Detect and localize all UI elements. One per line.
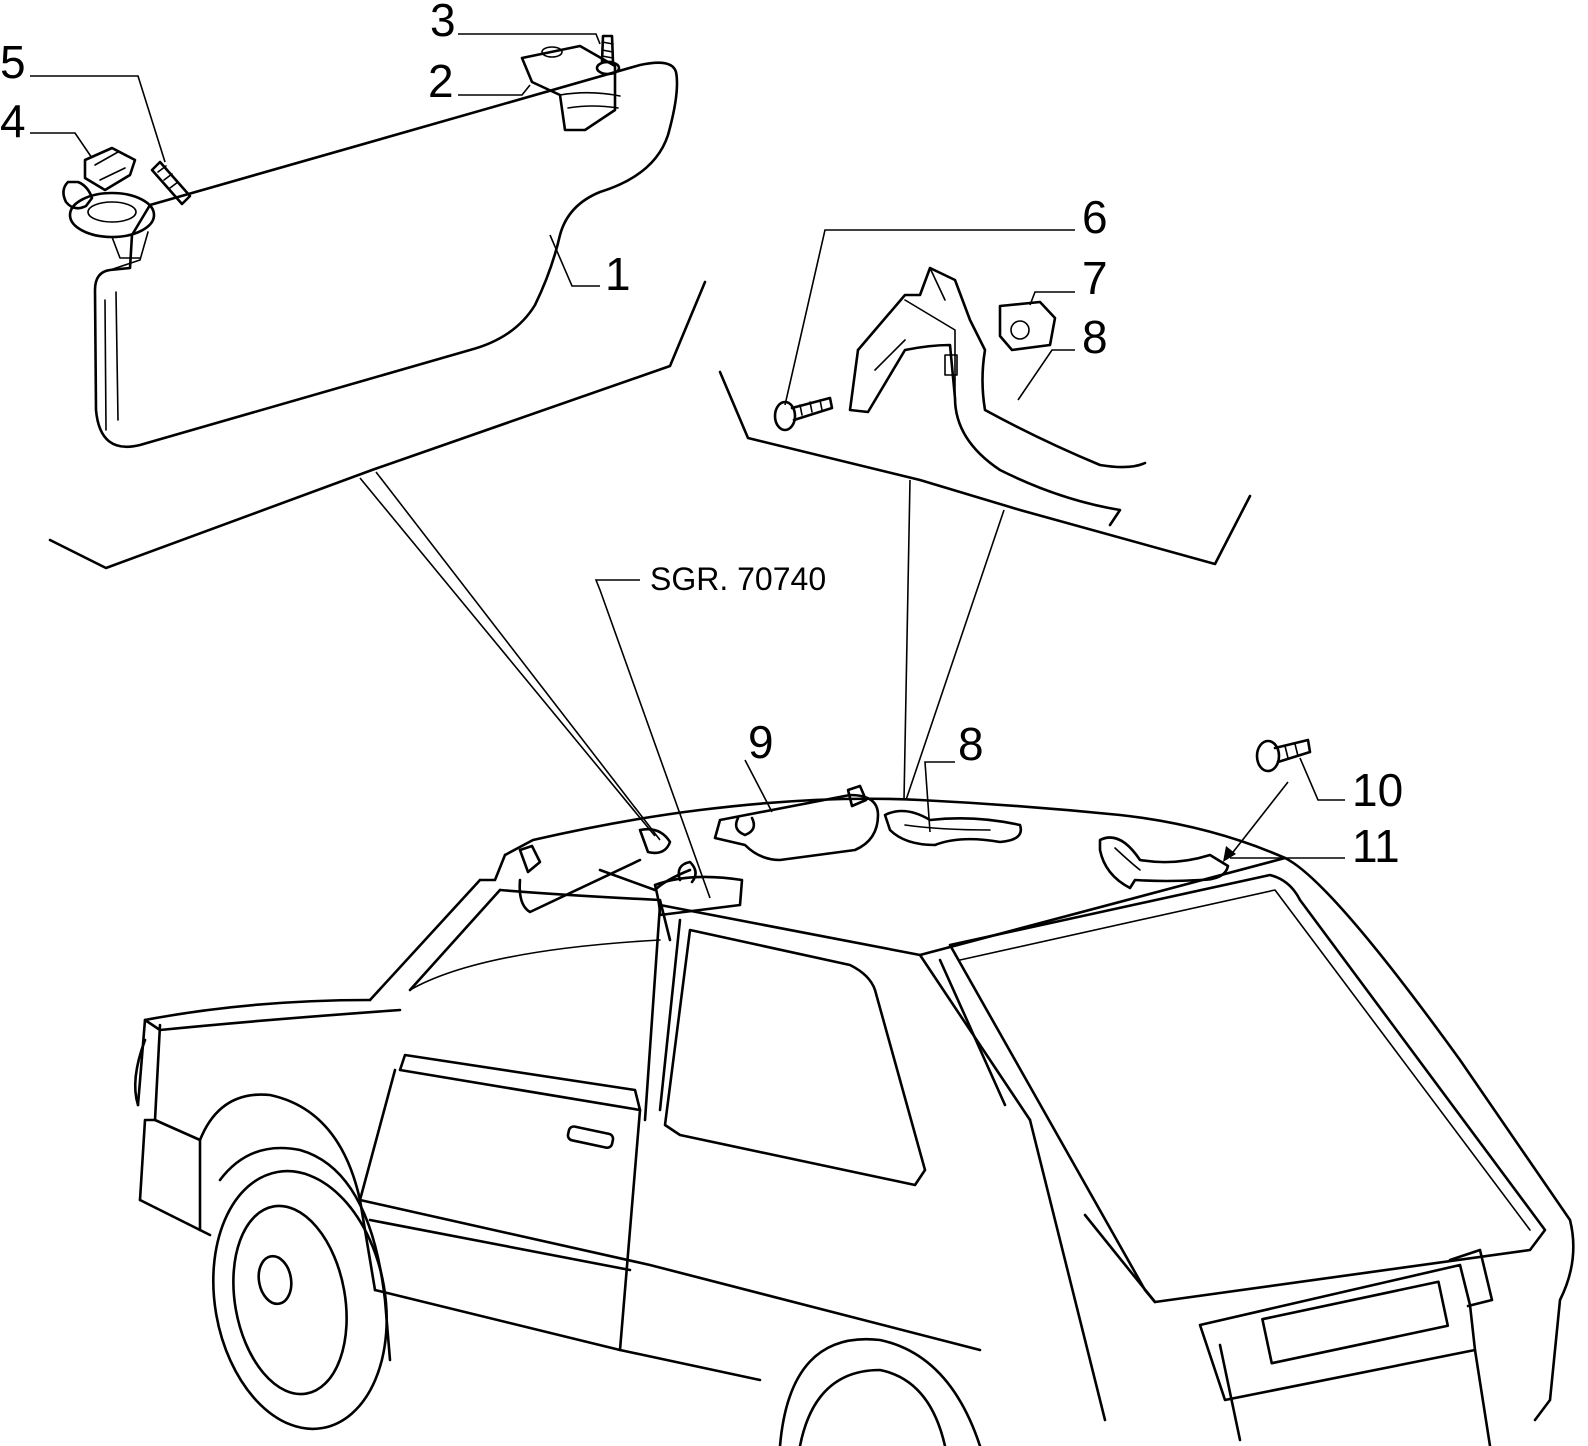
- reference-label: SGR. 70740: [650, 561, 826, 597]
- bracket-screw: [595, 34, 621, 76]
- rear-handle-screw: [1255, 738, 1312, 773]
- callout-8-detail: 8: [1082, 311, 1108, 363]
- car-handle-11: [1098, 836, 1230, 890]
- callout-labels: 3 2 5 4 1 6 7 8 9 8 10 11 SGR. 70740: [0, 0, 1403, 872]
- grab-handle: [856, 266, 1147, 469]
- visor-screw: [150, 160, 192, 206]
- visor-hinge: [62, 146, 156, 259]
- callout-7: 7: [1082, 252, 1108, 304]
- sun-visor: [93, 61, 679, 449]
- sun-visor-detail: [48, 34, 707, 570]
- grab-handle-detail: [718, 266, 1252, 566]
- callout-11: 11: [1352, 820, 1400, 872]
- grab-handle-cap: [998, 300, 1057, 352]
- visor-bracket: [520, 44, 621, 132]
- car-visor-9: [713, 784, 880, 862]
- callout-8-car: 8: [958, 718, 984, 770]
- callout-5: 5: [0, 36, 26, 88]
- hinge-screw: [773, 396, 834, 432]
- callout-9: 9: [748, 716, 774, 768]
- callout-4: 4: [0, 95, 26, 147]
- callout-1: 1: [605, 248, 631, 300]
- front-visor-mount: [518, 827, 744, 917]
- leader-lines: [30, 33, 1345, 899]
- visor-frame: [48, 280, 707, 570]
- hatchback-car: [133, 797, 1575, 1446]
- car-handle-8: [883, 809, 1023, 847]
- callout-10: 10: [1352, 764, 1403, 816]
- handle-frame: [718, 370, 1252, 566]
- callout-2: 2: [428, 55, 454, 107]
- callout-6: 6: [1082, 191, 1108, 243]
- callout-3: 3: [430, 0, 456, 46]
